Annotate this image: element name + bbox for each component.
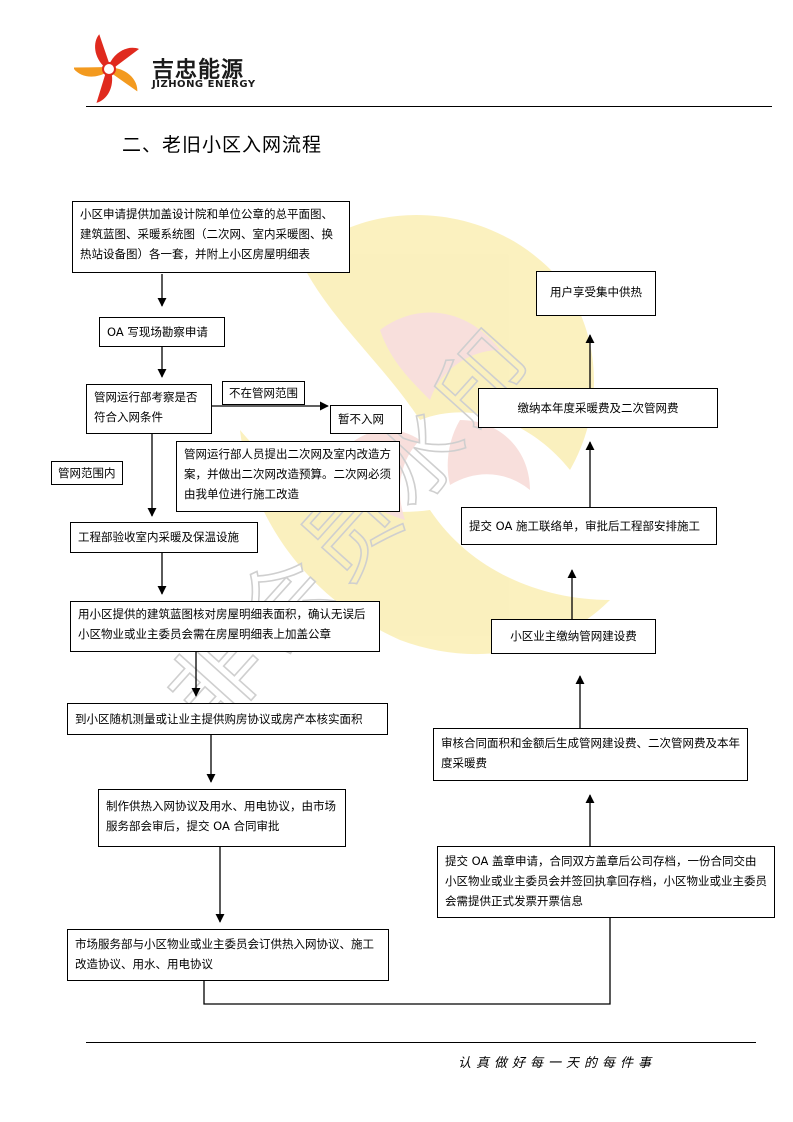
footer-divider <box>86 1042 756 1043</box>
flow-step-pay-heating-fee: 缴纳本年度采暖费及二次管网费 <box>478 388 718 428</box>
company-logo <box>74 34 139 103</box>
flow-step-reject: 暂不入网 <box>330 405 402 434</box>
company-name: 吉忠能源 <box>152 58 245 83</box>
flow-step-generate-fees: 审核合同面积和金额后生成管网建设费、二次管网费及本年度采暖费 <box>433 728 748 781</box>
flow-label-out-of-range: 不在管网范围 <box>222 381 305 405</box>
section-title: 二、老旧小区入网流程 <box>122 134 323 156</box>
footer-motto: 认真做好每一天的每件事 <box>458 1056 657 1071</box>
flow-step-oa-survey: OA 写现场勘察申请 <box>99 317 225 347</box>
flow-label-in-range: 管网范围内 <box>51 461 123 485</box>
header-divider <box>86 106 772 107</box>
flow-step-central-heating: 用户享受集中供热 <box>536 271 656 316</box>
flow-step-indoor-inspection: 工程部验收室内采暖及保温设施 <box>70 522 258 553</box>
flow-step-draft-agreement: 制作供热入网协议及用水、用电协议，由市场服务部会审后，提交 OA 合同审批 <box>98 789 346 847</box>
flow-step-measure-area: 到小区随机测量或让业主提供购房协议或房产本核实面积 <box>67 703 388 735</box>
arrow-step8-step9 <box>203 889 615 1005</box>
flow-step-network-check: 管网运行部考察是否符合入网条件 <box>86 384 212 434</box>
flow-step-submit-drawings: 小区申请提供加盖设计院和单位公章的总平面图、建筑蓝图、采暖系统图（二次网、室内采… <box>72 201 350 273</box>
flow-step-renovation-plan: 管网运行部人员提出二次网及室内改造方案，并做出二次网改造预算。二次网必须由我单位… <box>176 441 400 512</box>
flow-step-oa-seal: 提交 OA 盖章申请，合同双方盖章后公司存档，一份合同交由小区物业或业主委员会并… <box>437 846 775 918</box>
flow-step-sign-agreement: 市场服务部与小区物业或业主委员会订供热入网协议、施工改造协议、用水、用电协议 <box>67 929 389 981</box>
flow-step-oa-construction: 提交 OA 施工联络单，审批后工程部安排施工 <box>461 507 717 545</box>
company-name-en: JIZHONG ENERGY <box>152 79 256 90</box>
flow-step-pay-construction-fee: 小区业主缴纳管网建设费 <box>491 619 656 654</box>
flow-step-verify-area: 用小区提供的建筑蓝图核对房屋明细表面积，确认无误后小区物业或业主委员会需在房屋明… <box>70 601 380 652</box>
